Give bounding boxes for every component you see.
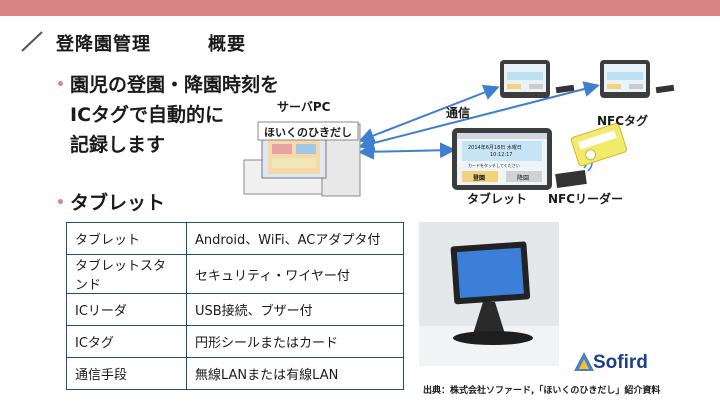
app-name-label: ほいくのひきだし [264, 126, 352, 139]
tablet-time-text: 10:12:17 [490, 152, 513, 158]
page-title: 登降園管理 [56, 34, 151, 55]
bullet-tablet-label: タブレット [70, 192, 166, 214]
comm-arrow-3 [358, 142, 456, 160]
spec-key: ICリーダ [66, 293, 187, 326]
tablet-icon-1 [500, 60, 575, 98]
nfc-tag-card-icon [570, 122, 628, 167]
spec-value: 円形シールまたはカード [186, 325, 404, 358]
bullet-dot: • [56, 77, 65, 93]
bullet-dot: • [56, 195, 65, 211]
title-slash-icon [21, 31, 43, 52]
page-subtitle: 概要 [208, 34, 246, 55]
server-pc-label: サーバPC [277, 100, 331, 114]
source-citation: 出典：株式会社ソファード,「ほいくのひきだし」紹介資料 [423, 386, 661, 396]
nfc-reader-label: NFCリーダー [548, 192, 624, 206]
nfc-tag-label: NFCタグ [597, 114, 649, 128]
bullet-line-3: 記録します [70, 134, 166, 156]
tablet-date-text: 2014年6月18日 水曜日 [468, 145, 522, 151]
bullet-description: • 園児の登園・降園時刻を ICタグで自動的に 記録します [56, 70, 290, 160]
tablet-prompt-text: カードをタッチしてください [468, 163, 520, 168]
spec-value: セキュリティ・ワイヤー付 [186, 254, 404, 294]
table-row: ICタグ円形シールまたはカード [66, 325, 404, 358]
sofird-logo-icon [574, 352, 594, 371]
spec-key: 通信手段 [66, 357, 187, 390]
bullet-line-1: 園児の登園・降園時刻を [70, 74, 280, 96]
app-name-box [257, 121, 359, 141]
spec-key: ICタグ [66, 325, 187, 358]
tablet-label: タブレット [467, 192, 528, 206]
table-row: タブレットスタンドセキュリティ・ワイヤー付 [66, 254, 404, 294]
sofird-logo-text: Sofird [593, 352, 648, 373]
comm-arrow-2 [358, 81, 600, 151]
comm-label: 通信 [446, 106, 471, 120]
tablet-stand-photo [419, 222, 559, 366]
spec-value: 無線LANまたは有線LAN [186, 357, 404, 390]
bullet-line-2: ICタグで自動的に [70, 104, 225, 126]
main-tablet-icon [452, 128, 552, 190]
top-accent-bar [0, 0, 720, 16]
bullet-tablet: • タブレット [56, 188, 166, 218]
tablet-checkout-button: 降園 [517, 175, 530, 182]
tablet-checkin-button: 登園 [473, 175, 486, 182]
table-row: 通信手段無線LANまたは有線LAN [66, 357, 404, 390]
tablet-icon-2 [600, 60, 675, 98]
